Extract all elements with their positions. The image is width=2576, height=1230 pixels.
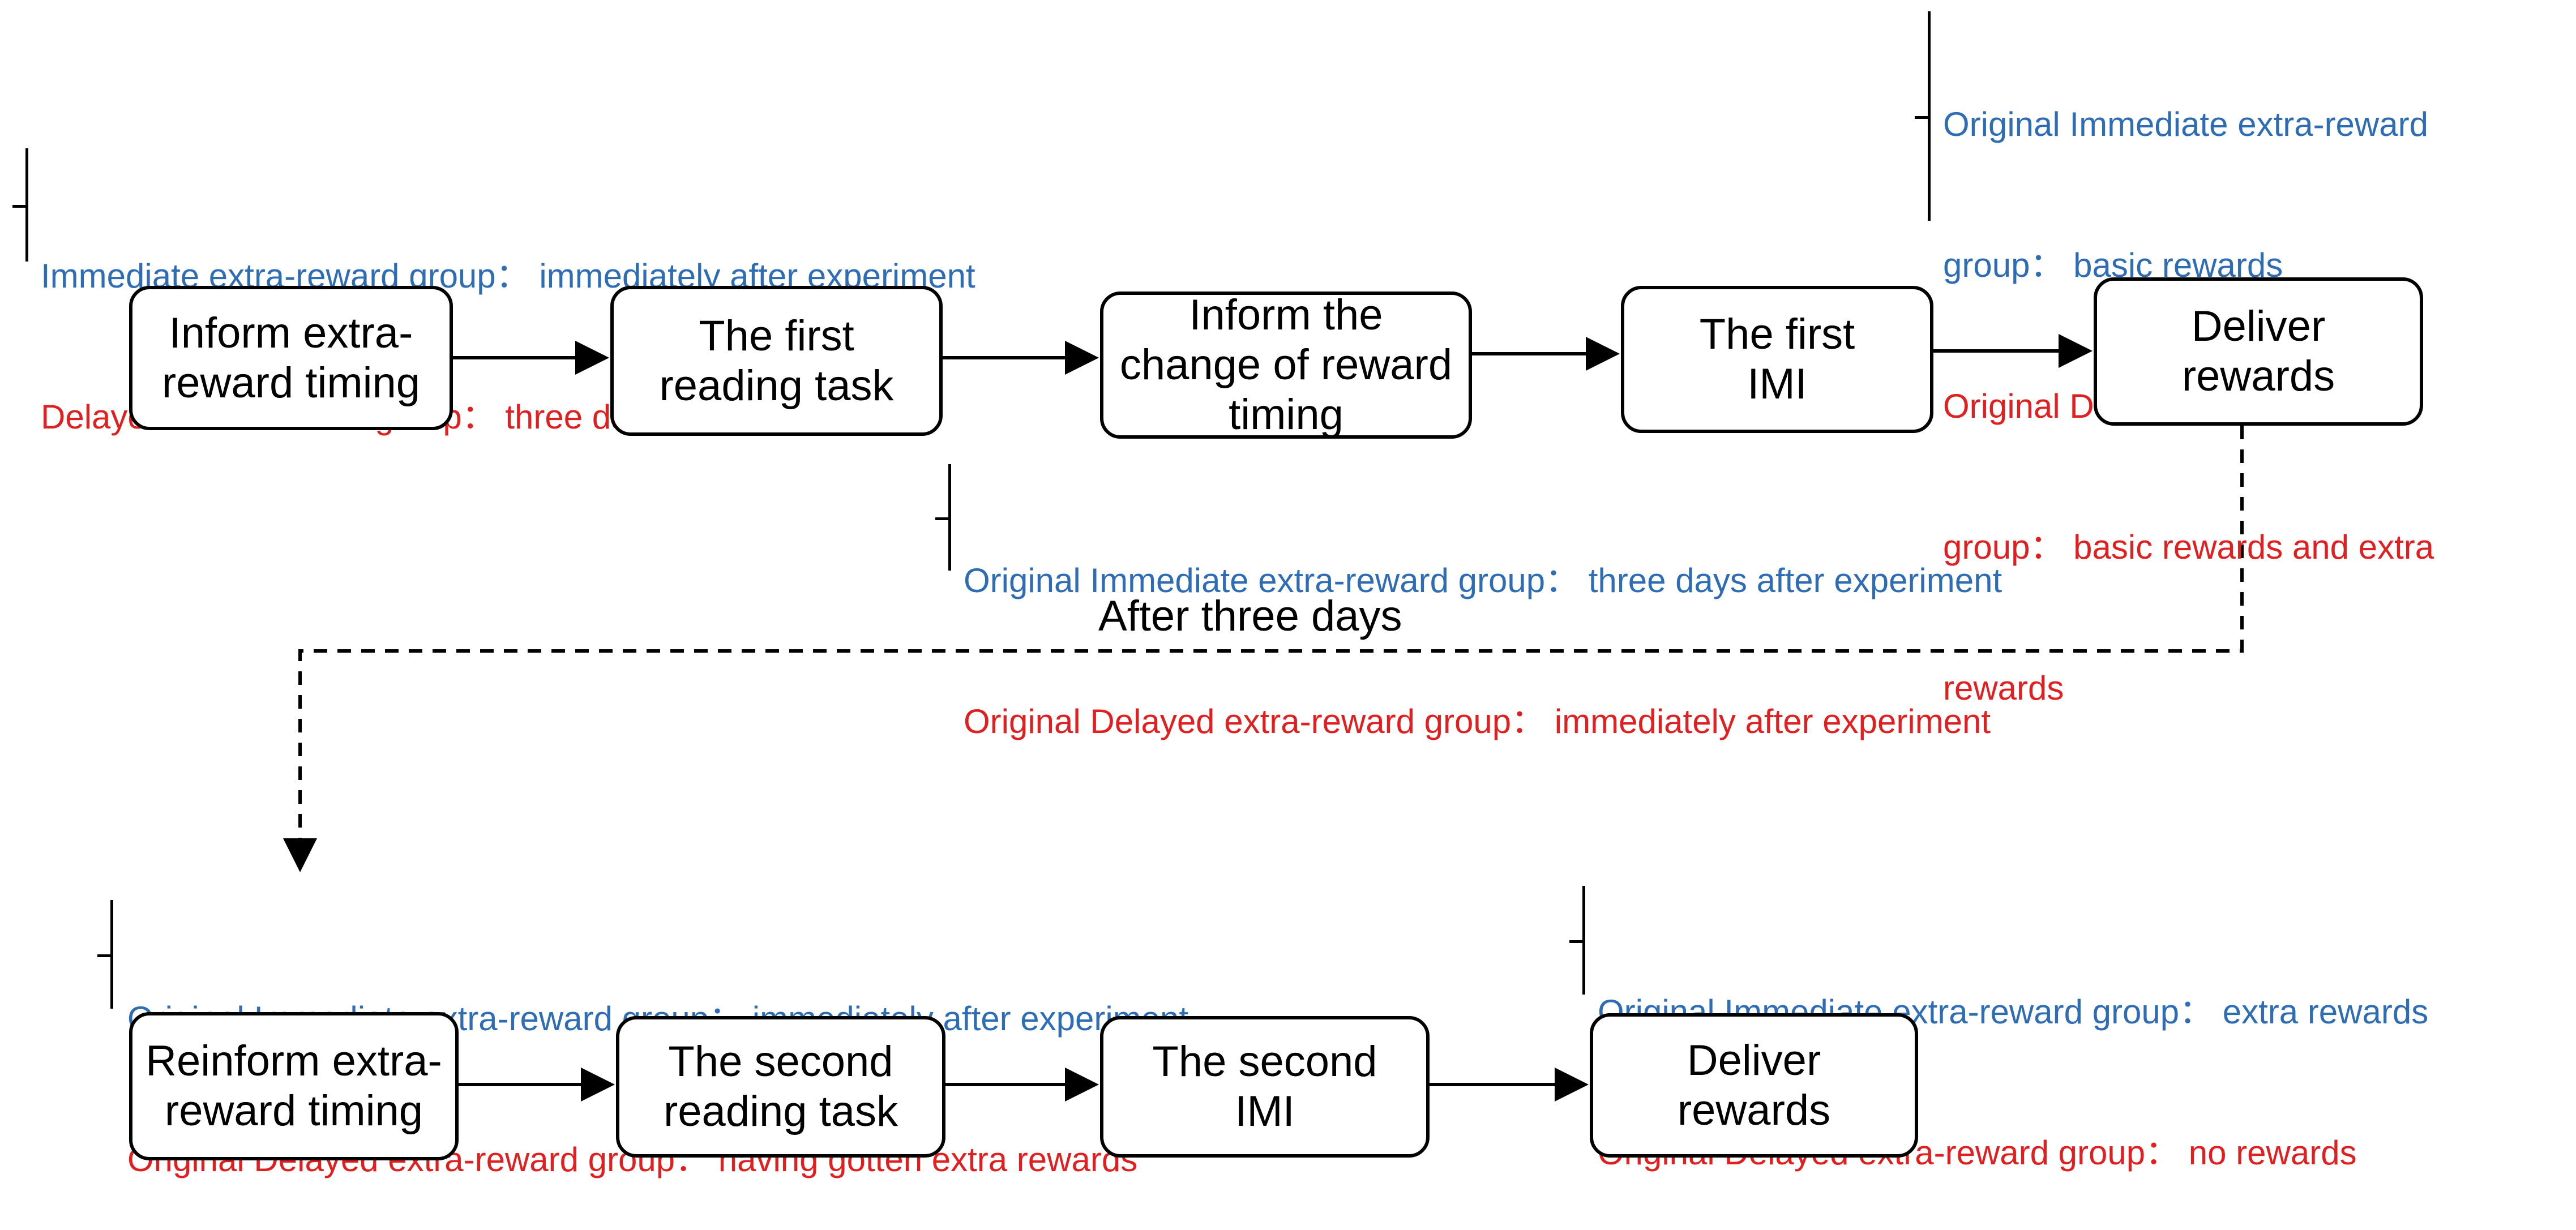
box-second-reading-task: The second reading task — [616, 1016, 945, 1158]
note-change-immediate: Original Immediate extra-reward group： t… — [964, 562, 2002, 599]
bracket-inform — [12, 148, 28, 262]
after-three-days-label: After three days — [1098, 592, 1402, 640]
bracket-deliver-2 — [1569, 886, 1585, 995]
box-second-imi: The second IMI — [1100, 1016, 1430, 1158]
bracket-deliver-1 — [1915, 11, 1931, 221]
bracket-reinform — [97, 900, 113, 1009]
dashed-connector-after-three-days — [283, 426, 2244, 872]
note-change-delayed: Original Delayed extra-reward group： imm… — [964, 702, 1991, 740]
note-change-timing: Original Immediate extra-reward group： t… — [964, 463, 2002, 792]
flow-connectors — [283, 334, 2244, 1102]
bracket-change — [935, 464, 951, 571]
box-first-reading-task: The first reading task — [610, 286, 943, 436]
box-inform-extra-reward-timing: Inform extra- reward timing — [129, 286, 453, 430]
box-inform-change-of-reward-timing: Inform the change of reward timing — [1100, 291, 1472, 439]
box-deliver-rewards-2: Deliver rewards — [1590, 1013, 1918, 1158]
note-deliver1-delayed-3: rewards — [1943, 669, 2064, 707]
note-deliver1-delayed-2: group： basic rewards and extra — [1943, 528, 2434, 566]
box-reinform-extra-reward-timing: Reinform extra- reward timing — [129, 1012, 459, 1160]
note-deliver1-immediate-1: Original Immediate extra-reward — [1943, 105, 2428, 143]
box-first-imi: The first IMI — [1621, 286, 1933, 433]
box-deliver-rewards-1: Deliver rewards — [2094, 277, 2423, 426]
